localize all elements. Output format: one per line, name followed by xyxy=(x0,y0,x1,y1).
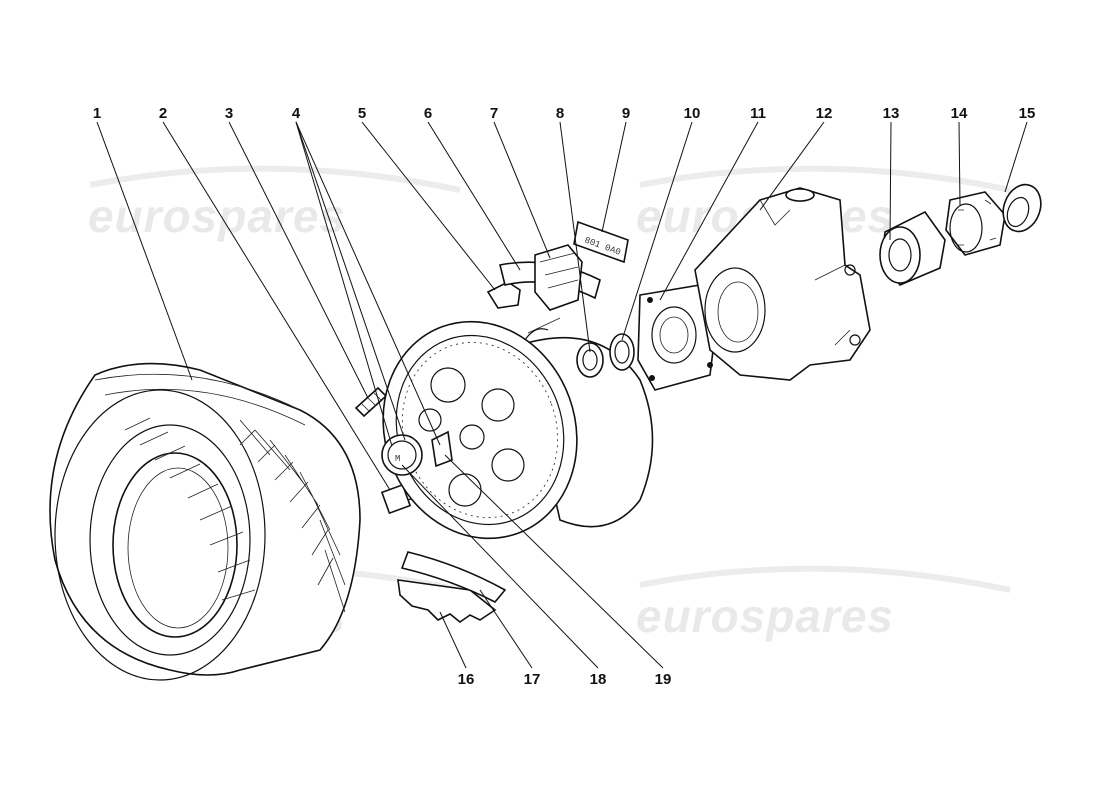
callout-4: 4 xyxy=(292,105,301,122)
wheel-rim xyxy=(382,317,654,540)
callout-7: 7 xyxy=(490,105,498,122)
callout-13: 13 xyxy=(883,105,900,122)
callout-12: 12 xyxy=(816,105,833,122)
svg-text:M: M xyxy=(395,454,400,464)
tyre xyxy=(49,362,361,681)
callout-14: 14 xyxy=(951,105,968,122)
bearing-cage xyxy=(945,191,1006,256)
watermark-text: eurospares xyxy=(88,190,346,242)
watermark-text: eurospares xyxy=(636,590,894,642)
callout-6: 6 xyxy=(424,105,432,122)
callout-numbers: 1 2 3 4 5 6 7 8 9 10 11 12 13 14 15 16 1… xyxy=(93,105,1036,688)
spacer-ring xyxy=(609,333,635,371)
callout-9: 9 xyxy=(622,105,630,122)
callout-1: 1 xyxy=(93,105,101,122)
wheel-bearing xyxy=(879,210,946,286)
curved-strip xyxy=(400,551,507,604)
gauge-strip: 801 0A0 xyxy=(573,220,629,264)
callout-16: 16 xyxy=(458,671,475,688)
callout-2: 2 xyxy=(159,105,167,122)
callout-18: 18 xyxy=(590,671,607,688)
callout-3: 3 xyxy=(225,105,233,122)
callout-8: 8 xyxy=(556,105,564,122)
callout-10: 10 xyxy=(684,105,701,122)
wedge-block xyxy=(534,244,583,311)
seal-ring xyxy=(576,342,604,378)
callout-5: 5 xyxy=(358,105,366,122)
hub-carrier xyxy=(694,187,871,381)
callout-17: 17 xyxy=(524,671,541,688)
hub-nut-ring xyxy=(1002,183,1042,233)
leader-lines xyxy=(96,121,1028,669)
retaining-clip xyxy=(486,281,521,309)
callout-15: 15 xyxy=(1019,105,1036,122)
callout-11: 11 xyxy=(750,105,766,122)
callout-19: 19 xyxy=(655,671,672,688)
